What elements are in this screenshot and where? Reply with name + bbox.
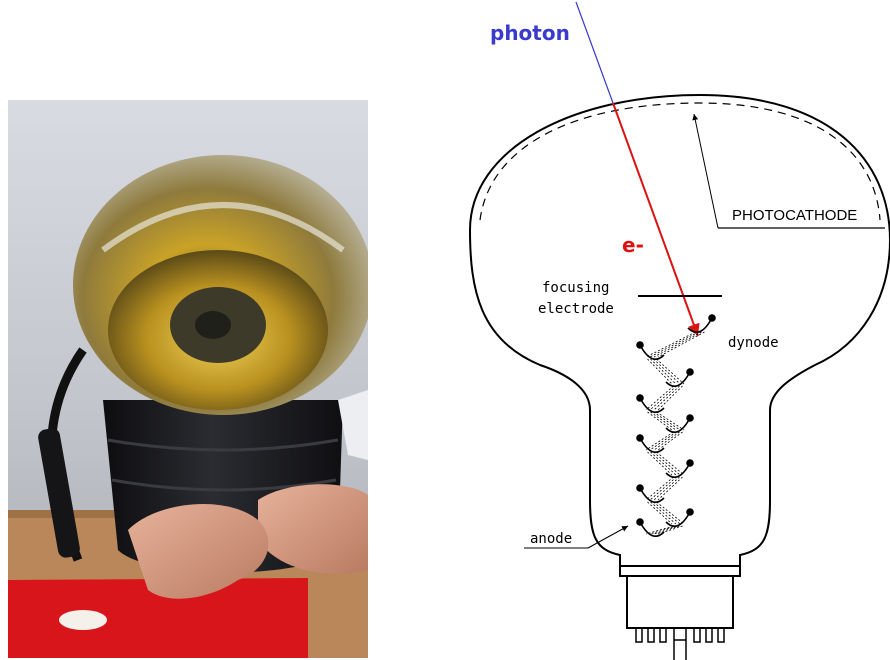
cascade-path xyxy=(651,452,677,475)
cascade-path xyxy=(651,412,677,430)
dynode-plate xyxy=(666,463,690,477)
cascade-path xyxy=(658,526,683,534)
dynode-tip xyxy=(687,369,693,375)
cascade-path xyxy=(648,412,673,430)
cascade-path xyxy=(657,502,685,524)
cascade-path xyxy=(650,386,677,410)
dynode-tip xyxy=(687,509,693,515)
cascade-path xyxy=(646,386,674,410)
photon-label: photon xyxy=(490,21,570,45)
cascade-path xyxy=(654,386,680,410)
dynode-tip xyxy=(637,342,643,348)
dynode-plate xyxy=(640,398,664,412)
cascade-path xyxy=(654,452,681,475)
dynode-plate xyxy=(640,488,664,502)
cascade-path xyxy=(654,502,681,524)
dynode-label: dynode xyxy=(728,335,779,351)
dynode-plate xyxy=(640,522,664,536)
photon-path xyxy=(576,2,613,103)
dynode-plate xyxy=(666,512,690,526)
cascade-path xyxy=(650,432,677,450)
cascade-path xyxy=(658,432,683,450)
cascade-path xyxy=(646,526,674,534)
socket-pins xyxy=(636,628,724,660)
anode-label: anode xyxy=(530,531,572,547)
dynode-plate xyxy=(640,438,664,452)
cascade-path xyxy=(654,432,680,450)
cascade-path xyxy=(654,412,681,430)
dynode-tip xyxy=(687,415,693,421)
dynode-plate xyxy=(688,318,712,332)
tube-outline xyxy=(470,95,890,566)
focusing-label-line1: focusing xyxy=(542,280,609,296)
cascade-path xyxy=(657,412,685,430)
photocathode-label: PHOTOCATHODE xyxy=(732,207,857,224)
socket-base xyxy=(627,576,733,628)
dynode-plate xyxy=(666,372,690,386)
cascade-path xyxy=(646,332,696,357)
photocathode-pointer xyxy=(694,114,718,228)
cascade-path xyxy=(658,386,683,410)
cascade-path xyxy=(654,332,702,357)
dynode-chain xyxy=(637,315,715,536)
cascade-path xyxy=(651,359,677,384)
electron-cascade xyxy=(646,332,705,534)
dynode-tip xyxy=(637,435,643,441)
focusing-label-line2: electrode xyxy=(538,301,614,317)
cascade-path xyxy=(654,359,681,384)
cascade-path xyxy=(648,359,673,384)
cascade-path xyxy=(657,359,685,384)
cascade-path xyxy=(658,477,683,500)
dynode-plate xyxy=(666,418,690,432)
electron-label: e- xyxy=(622,233,644,257)
cascade-path xyxy=(651,502,677,524)
dynode-tip xyxy=(637,485,643,491)
cascade-path xyxy=(648,502,673,524)
anode-pointer xyxy=(588,526,628,548)
cascade-path xyxy=(650,526,677,534)
dynode-tip xyxy=(637,519,643,525)
cascade-path xyxy=(646,432,674,450)
dynode-tip xyxy=(687,460,693,466)
electron-arrow xyxy=(613,103,698,336)
dynode-plate xyxy=(640,345,664,359)
cascade-path xyxy=(654,477,680,500)
cascade-path xyxy=(650,477,677,500)
cascade-path xyxy=(657,452,685,475)
cascade-path xyxy=(654,526,680,534)
dynode-tip xyxy=(709,315,715,321)
photocathode-surface xyxy=(480,103,880,220)
cotton-swab xyxy=(59,610,107,630)
socket-collar xyxy=(620,566,740,576)
cascade-path xyxy=(648,452,673,475)
pmt-photo xyxy=(8,100,368,658)
dynode-tip xyxy=(637,395,643,401)
cascade-path xyxy=(650,332,699,357)
cascade-path xyxy=(658,332,705,357)
cascade-path xyxy=(646,477,674,500)
